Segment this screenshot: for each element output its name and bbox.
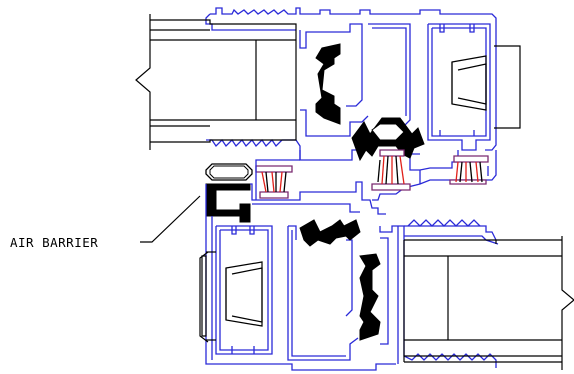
lower-glass-unit <box>403 236 574 370</box>
upper-glass-unit <box>135 14 297 150</box>
upper-hardware-block <box>451 45 521 129</box>
lower-sash-frame <box>205 150 499 371</box>
lower-glazing-gasket-top <box>299 219 361 247</box>
air-barrier-leader <box>140 195 201 243</box>
air-barrier-label: AIR BARRIER <box>10 235 98 250</box>
weather-strip-center <box>371 149 411 191</box>
lower-glazing-gasket-bottom <box>359 253 381 341</box>
air-barrier-profile <box>205 163 253 223</box>
meeting-rail-gasket <box>351 117 425 162</box>
lower-hardware-block <box>199 251 263 343</box>
weather-strip-left <box>255 165 293 199</box>
upper-glazing-gasket <box>315 43 341 125</box>
air-barrier-callout: AIR BARRIER <box>10 195 201 250</box>
weather-strip-right <box>449 155 489 185</box>
